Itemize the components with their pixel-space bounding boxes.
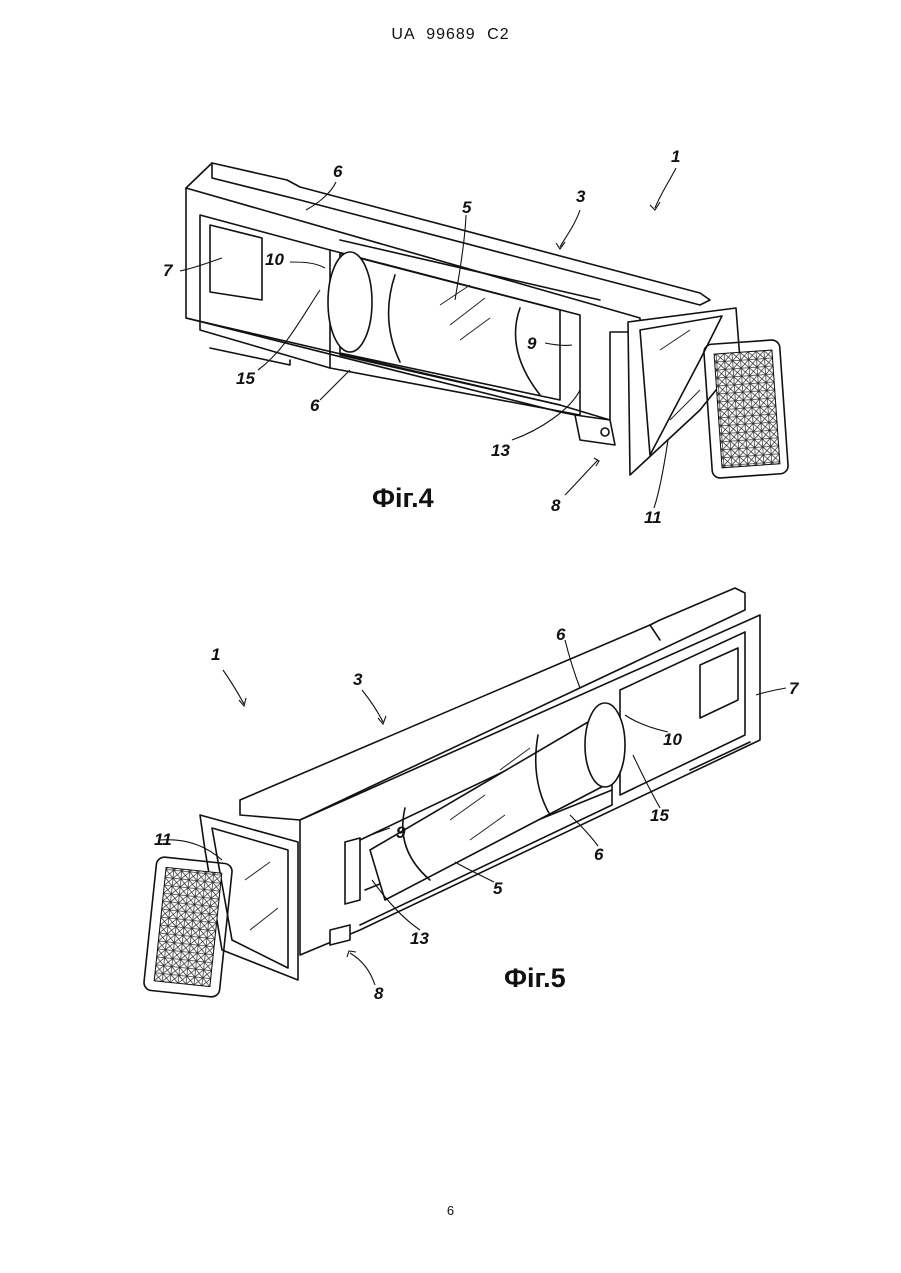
- ref-1: 1: [211, 645, 220, 664]
- ref-9: 9: [396, 823, 406, 842]
- figure-4-drawing: 1 3 6 5 7 10 9 15 6 13 8 11 Фіг.4: [0, 140, 901, 540]
- ref-5: 5: [462, 198, 472, 217]
- ref-1: 1: [671, 147, 680, 166]
- figure-4-caption: Фіг.4: [372, 483, 434, 513]
- ref-9: 9: [527, 334, 537, 353]
- ref-3: 3: [576, 187, 586, 206]
- ref-5: 5: [493, 879, 503, 898]
- figure-5-drawing: 1 3 6 7 10 15 6 11 9 13 5 8 Фіг.5: [0, 580, 901, 1020]
- ref-8: 8: [374, 984, 384, 1003]
- ref-3: 3: [353, 670, 363, 689]
- ref-6-top: 6: [333, 162, 343, 181]
- ref-11: 11: [154, 830, 172, 849]
- ref-6-top: 6: [556, 625, 566, 644]
- clip-element-8: [575, 415, 615, 445]
- ref-6-bottom: 6: [310, 396, 320, 415]
- ref-10: 10: [663, 730, 682, 749]
- ref-7: 7: [163, 261, 174, 280]
- ref-13: 13: [410, 929, 429, 948]
- ref-11: 11: [644, 508, 662, 527]
- patent-number-header: UA 99689 C2: [0, 26, 901, 44]
- ref-6-bottom: 6: [594, 845, 604, 864]
- ref-8: 8: [551, 496, 561, 515]
- page-number: 6: [0, 1203, 901, 1218]
- ref-13: 13: [491, 441, 510, 460]
- frame-housing: [240, 588, 760, 955]
- reflector-grid-plate: [703, 340, 788, 479]
- ref-10: 10: [265, 250, 284, 269]
- ref-7: 7: [789, 679, 800, 698]
- ref-15: 15: [236, 369, 255, 388]
- figure-5-caption: Фіг.5: [504, 963, 566, 993]
- ref-15: 15: [650, 806, 669, 825]
